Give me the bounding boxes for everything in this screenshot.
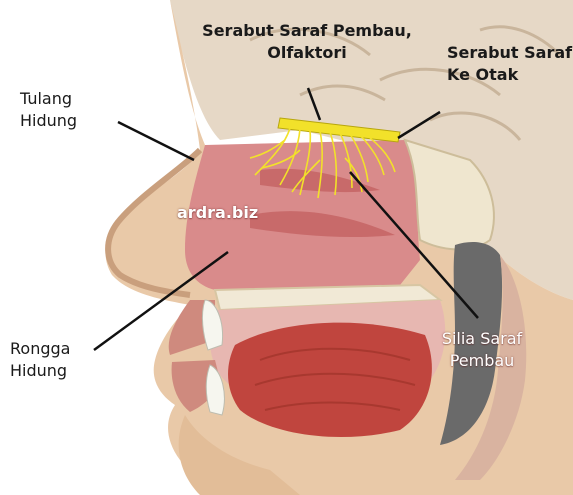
nasal-cavity-label-line2: Hidung	[10, 360, 100, 382]
nasal-bone-leader	[118, 122, 194, 160]
watermark-text: ardra.biz	[177, 202, 258, 224]
nerve-to-brain-label: Serabut Saraf Ke Otak	[447, 42, 573, 86]
nasal-cavity-label-line1: Rongga	[10, 338, 100, 360]
nerve-to-brain-label-line1: Serabut Saraf	[447, 42, 573, 64]
tongue	[228, 323, 432, 437]
nasal-cavity-label: Rongga Hidung	[10, 338, 100, 382]
olfactory-cilia-label-line1: Silia Saraf	[426, 328, 538, 350]
olfactory-cilia-label: Silia Saraf Pembau	[426, 328, 538, 372]
nerve-to-brain-label-line2: Ke Otak	[447, 64, 573, 86]
nasal-bone-label-line1: Tulang	[20, 88, 120, 110]
olfactory-cilia-label-line2: Pembau	[426, 350, 538, 372]
olfactory-fibers-label: Serabut Saraf Pembau, Olfaktori	[192, 20, 422, 64]
nasal-bone-label-line2: Hidung	[20, 110, 120, 132]
nasal-bone-label: Tulang Hidung	[20, 88, 120, 132]
olfactory-fibers-label-line2: Olfaktori	[192, 42, 422, 64]
olfactory-fibers-label-line1: Serabut Saraf Pembau,	[192, 20, 422, 42]
